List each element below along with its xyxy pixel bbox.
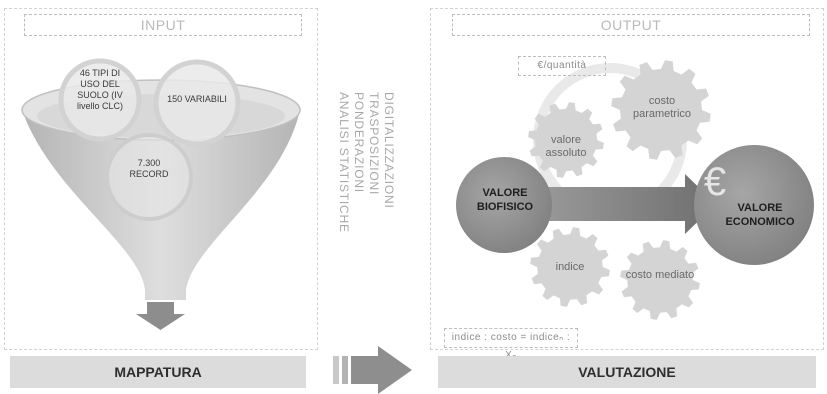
circle-variabili [153,59,241,147]
process-steps-text: DIGITALIZZAZIONI TRASPOSIZIONI PONDERAZI… [336,92,396,282]
output-panel [430,8,824,350]
gear-indice-label: indice [555,261,585,273]
process-step-1: DIGITALIZZAZIONI [382,92,396,209]
euro-symbol: € [703,160,727,204]
input-header: INPUT [24,14,302,36]
formula-box: indice : costo = indiceₙ : Xₙ [444,328,578,361]
process-step-4: ANALISI STATISTICHE [337,92,351,233]
gear-valore-assoluto [528,102,604,178]
funnel-down-arrow [136,302,185,330]
node-valore-biofisico-label: VALORE BIOFISICO [476,187,534,213]
valutazione-bar: VALUTAZIONE [438,356,816,388]
circle-record-label: 7.300 RECORD [129,158,169,179]
process-step-3: PONDERAZIONI [352,92,366,193]
gear-indice [530,227,610,307]
process-step-2: TRASPOSIZIONI [367,92,381,196]
node-valore-economico [694,145,814,265]
node-valore-biofisico [456,157,552,253]
value-arrow [540,174,716,234]
gear-costo-mediato-label: costo mediato [625,269,695,281]
circle-uso-suolo [58,58,142,142]
gears [528,60,711,320]
circle-record [105,133,193,221]
circle-uso-suolo-label: 46 TIPI DI USO DEL SUOLO (IV livello CLC… [76,68,123,111]
gear-costo-parametrico-label: costo parametrico [632,95,692,120]
input-panel [4,8,318,350]
node-valore-economico-label: VALORE ECONOMICO [725,202,795,228]
gear-costo-parametrico [611,60,711,160]
gear-costo-mediato [620,240,700,320]
circle-variabili-label: 150 VARIABILI [167,94,227,104]
output-header: OUTPUT [452,14,810,36]
mappatura-bar: MAPPATURA [10,356,306,388]
unit-tag: €/quantità [518,56,606,76]
transition-arrow [333,346,412,394]
gear-valore-assoluto-label: valore assoluto [545,134,587,159]
